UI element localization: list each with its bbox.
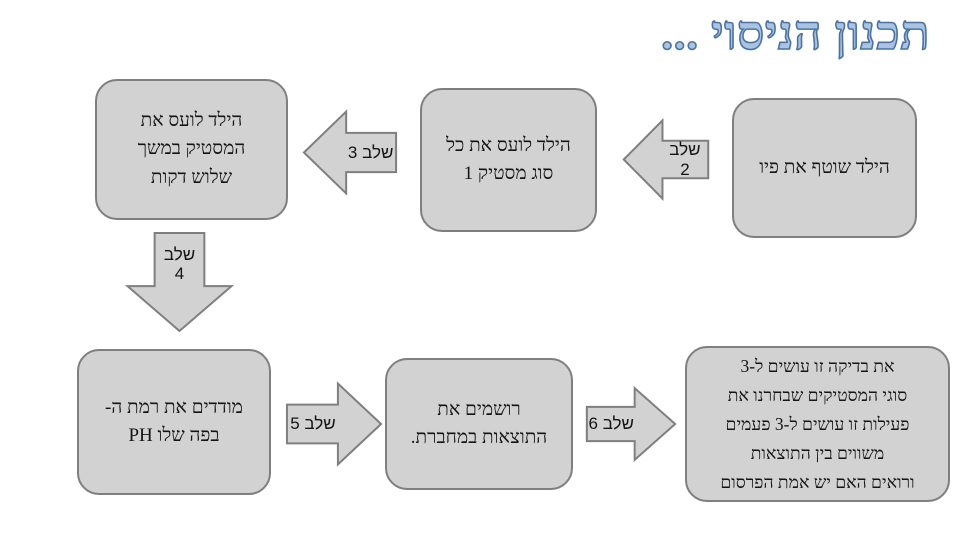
flow-box-record-results-text: רושמים את התוצאות במחברת. (410, 398, 548, 449)
flow-box-repeat-compare-text: את בדיקה זו עושים ל-3 סוגי המסטיקים שבחר… (720, 355, 915, 492)
flow-box-measure-ph: מודדים את רמת ה- PH בפה שלו (77, 349, 271, 495)
slide-title: תכנון הניסוי ... (660, 6, 930, 60)
right-arrow-icon (285, 380, 383, 468)
flow-arrow-step4-label: שלב 4 (163, 244, 196, 284)
flow-box-repeat-compare: את בדיקה זו עושים ל-3 סוגי המסטיקים שבחר… (685, 346, 950, 502)
flow-arrow-step5: שלב 5 (285, 380, 383, 468)
flow-box-chew-duration-text: הילד לועס את המסטיק במשך שלוש דקות (137, 109, 246, 188)
flow-box-record-results: רושמים את התוצאות במחברת. (385, 358, 573, 490)
flow-arrow-step6: שלב 6 (585, 385, 677, 463)
flow-arrow-step3: שלב 3 (302, 108, 398, 197)
flow-arrow-step3-label: שלב 3 (347, 142, 394, 162)
flow-box-rinse-mouth: הילד שוטף את פיו (732, 98, 917, 238)
flow-arrow-step6-label: שלב 6 (588, 414, 634, 434)
right-arrow-icon (585, 385, 677, 463)
flow-box-chew-duration: הילד לועס את המסטיק במשך שלוש דקות (95, 79, 288, 220)
flow-arrow-step5-label: שלב 5 (290, 414, 336, 434)
left-arrow-icon (622, 117, 710, 202)
flow-arrow-step2-label: שלב 2 (669, 139, 701, 179)
flow-box-chew-type-text: הילד לועס את כל סוג מסטיק 1 (446, 134, 571, 185)
flow-box-rinse-mouth-text: הילד שוטף את פיו (759, 156, 890, 178)
flow-arrow-step4: שלב 4 (123, 231, 236, 333)
left-arrow-icon (302, 108, 398, 197)
flow-box-measure-ph-text: מודדים את רמת ה- PH בפה שלו (105, 396, 243, 447)
flow-box-chew-type: הילד לועס את כל סוג מסטיק 1 (420, 88, 597, 232)
down-arrow-icon (123, 231, 236, 333)
flow-arrow-step2: שלב 2 (622, 117, 710, 202)
